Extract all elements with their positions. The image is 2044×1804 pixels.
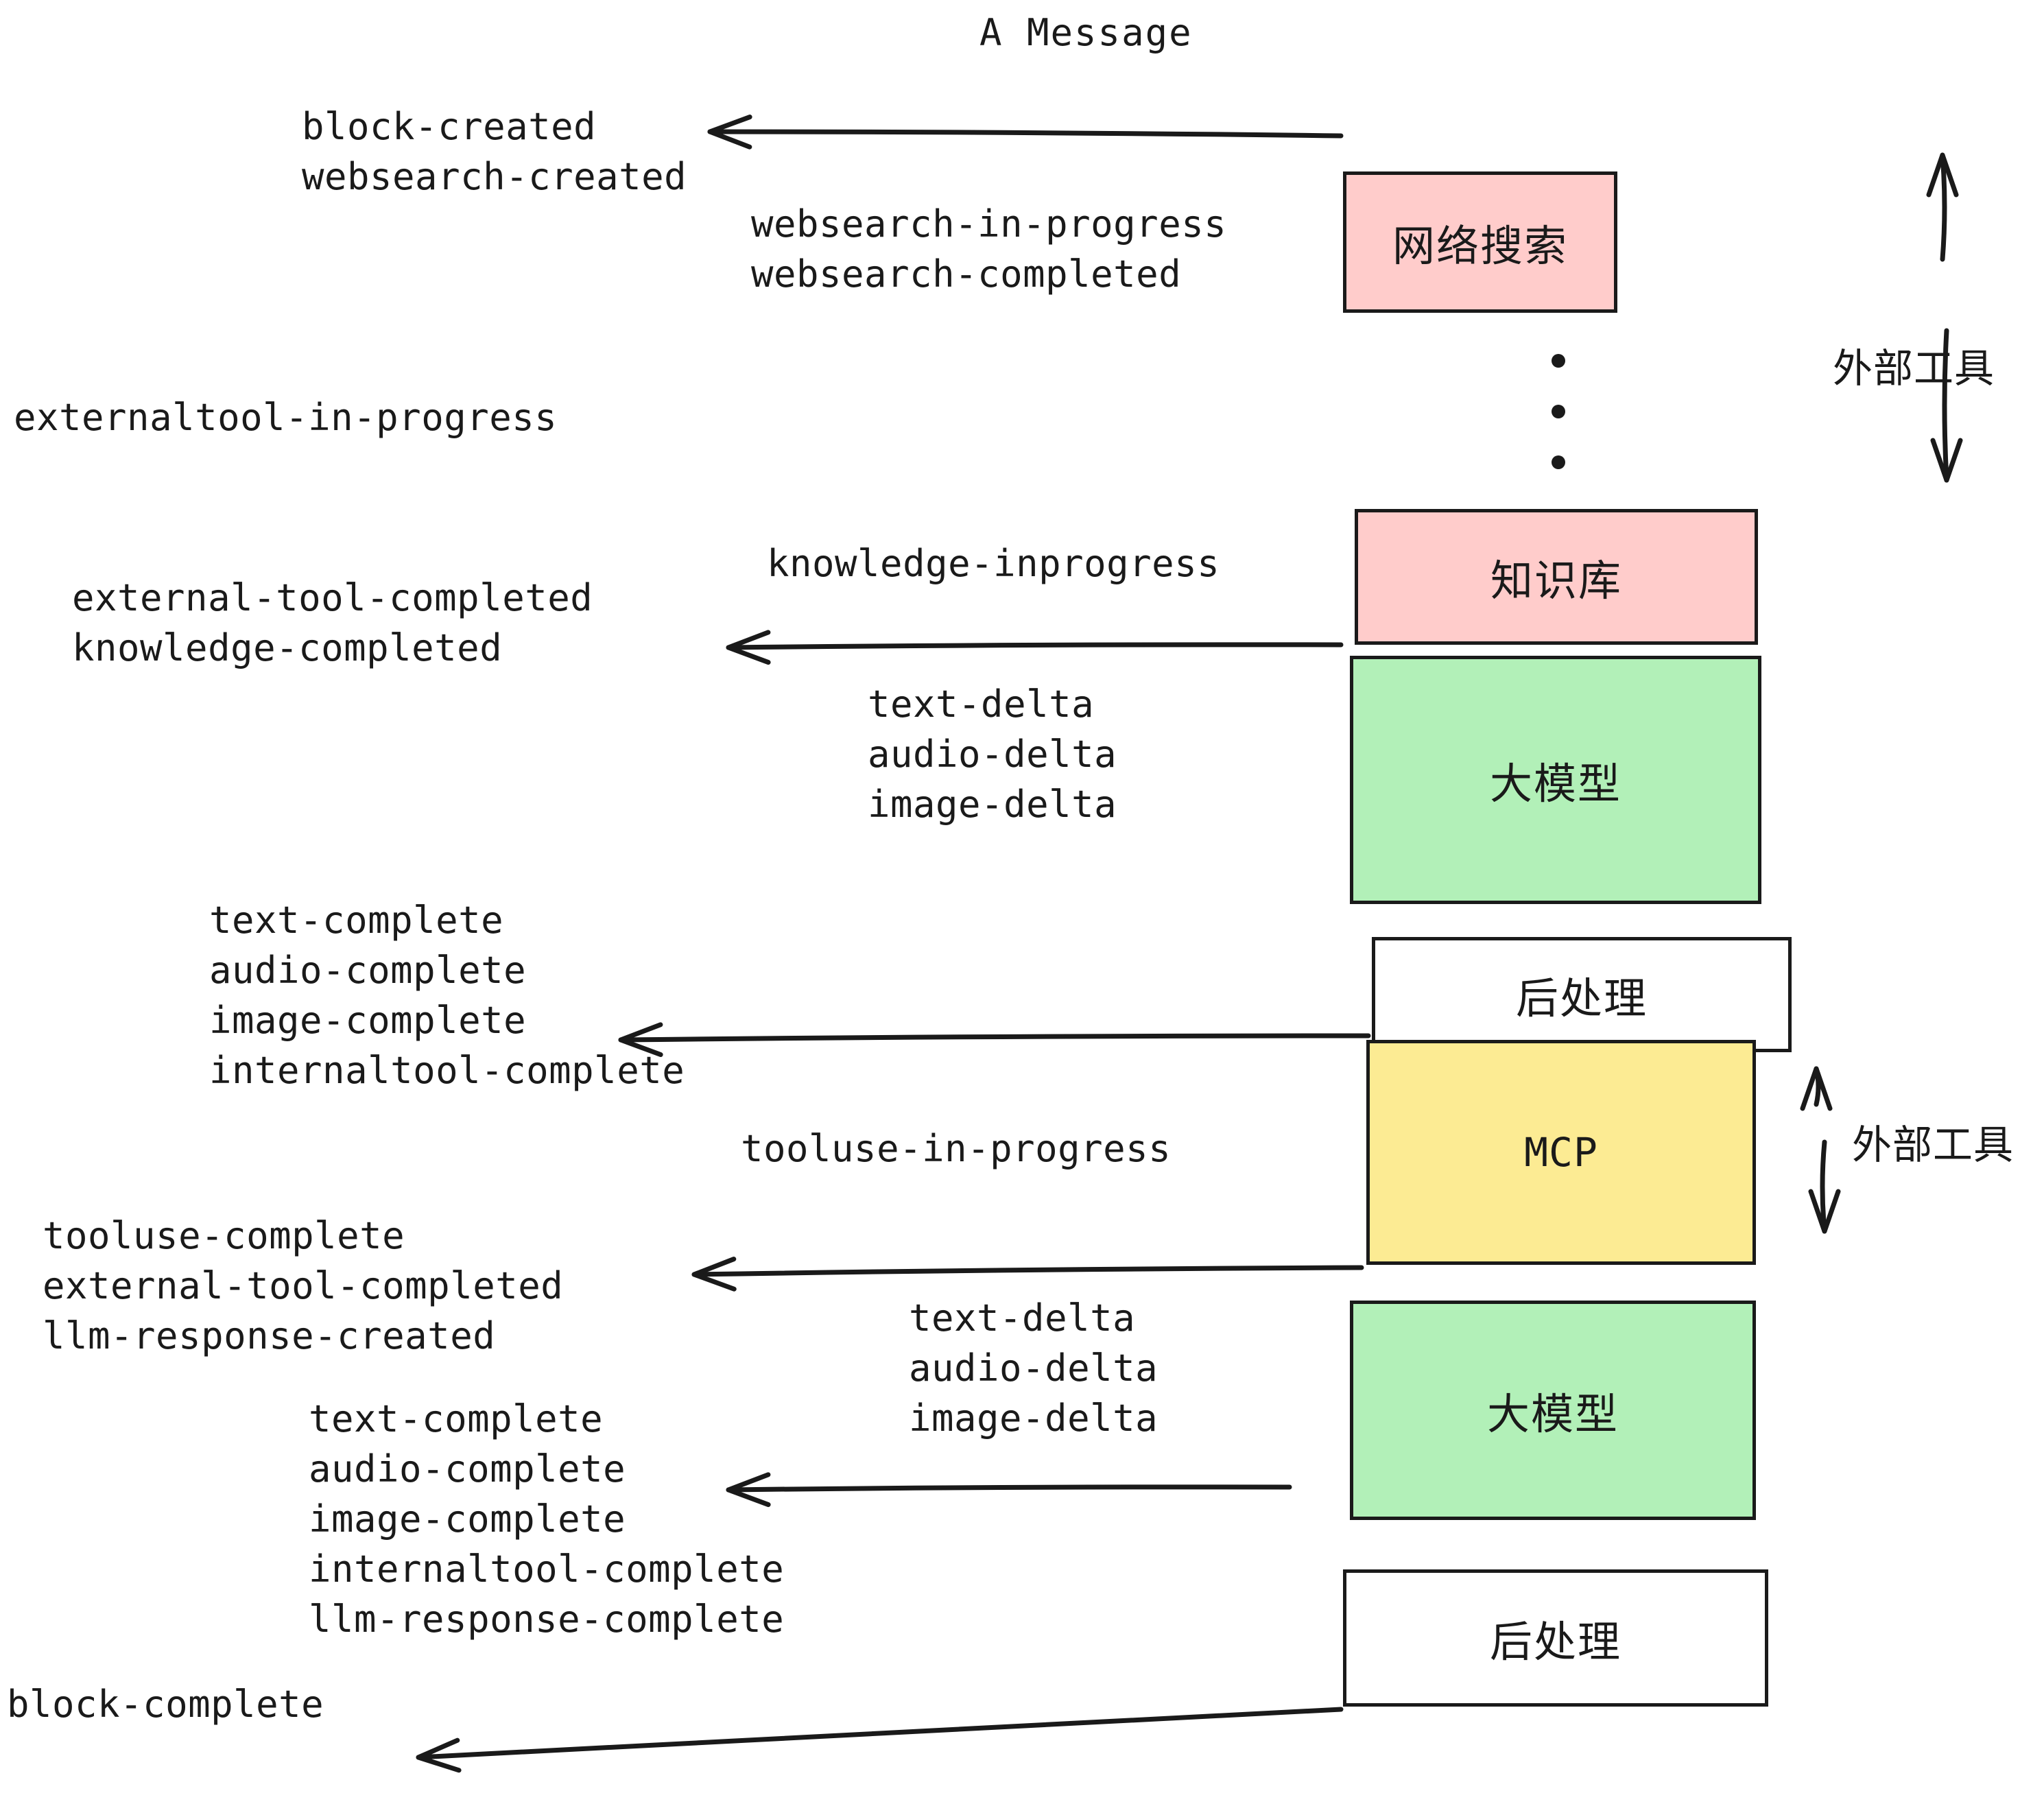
event-label: websearch-completed [751,252,1182,296]
event-label: block-created [302,105,597,148]
arrow-llm2-out [726,1484,1292,1493]
event-label: block-complete [7,1683,324,1726]
diagram-title: A Message [979,11,1193,54]
event-label: text-complete [209,899,504,942]
event-label: audio-delta [909,1346,1158,1390]
event-label: knowledge-completed [72,626,503,669]
event-label: tooluse-complete [43,1214,405,1257]
bracket-up-bottom [1814,1066,1821,1107]
event-label: llm-response-complete [309,1598,785,1641]
event-label: audio-complete [309,1447,626,1491]
side-label-external-tool-bottom: 外部工具 [1852,1121,2015,1168]
event-label: text-delta [868,683,1095,726]
node-postproc-2[interactable]: 后处理 [1343,1569,1768,1707]
event-label: internaltool-complete [309,1547,785,1591]
event-label: external-tool-completed [72,576,593,619]
node-websearch[interactable]: 网络搜索 [1343,171,1617,313]
event-label: llm-response-created [43,1314,496,1357]
ellipsis-dot-1 [1552,354,1565,368]
event-label: image-delta [909,1397,1158,1440]
node-label-llm-1: 大模型 [1489,759,1621,809]
bracket-down-top-head [1930,438,1963,483]
bracket-up-top [1940,152,1947,262]
event-label: tooluse-in-progress [741,1127,1172,1170]
ellipsis-dot-2 [1552,405,1565,418]
node-llm-2[interactable]: 大模型 [1350,1301,1756,1520]
event-label: image-complete [209,999,527,1042]
arrow-postproc2-out [416,1707,1344,1760]
bracket-up-bottom-head [1800,1066,1833,1111]
ellipsis-dot-3 [1552,455,1565,469]
event-label: websearch-in-progress [751,202,1227,246]
arrow-llm2-out-head [726,1472,771,1508]
node-label-knowledge: 知识库 [1490,556,1622,606]
bracket-up-top-head [1926,152,1959,198]
node-label-llm-2: 大模型 [1486,1389,1619,1439]
event-label: text-delta [909,1296,1136,1340]
event-label: audio-complete [209,949,527,992]
event-label: image-complete [309,1497,626,1541]
arrow-knowledge-out-head [726,630,771,665]
node-knowledge[interactable]: 知识库 [1355,509,1758,645]
side-label-external-tool-top: 外部工具 [1833,345,1995,392]
node-mcp[interactable]: MCP [1366,1040,1756,1265]
node-label-websearch: 网络搜索 [1392,221,1568,271]
node-label-mcp: MCP [1524,1129,1598,1176]
bracket-down-bottom [1820,1139,1827,1234]
arrow-mcp-out [691,1265,1364,1277]
bracket-down-bottom-head [1808,1189,1841,1234]
node-label-postproc-1: 后处理 [1515,973,1648,1023]
arrow-knowledge-out [726,642,1344,650]
node-postproc-1[interactable]: 后处理 [1372,937,1792,1052]
event-label: websearch-created [302,155,687,198]
event-label: externaltool-in-progress [14,396,558,439]
event-label: text-complete [309,1397,604,1440]
event-label: external-tool-completed [43,1264,564,1307]
event-label: audio-delta [868,733,1117,776]
arrow-postproc1-out [618,1033,1371,1043]
event-label: internaltool-complete [209,1049,685,1092]
event-label: knowledge-inprogress [767,542,1220,585]
arrow-mcp-out-head [691,1257,737,1292]
node-label-postproc-2: 后处理 [1489,1617,1621,1667]
node-llm-1[interactable]: 大模型 [1350,656,1761,904]
arrow-websearch-out-head [707,115,752,150]
arrow-postproc2-out-head [416,1737,462,1773]
arrow-websearch-out [707,129,1344,139]
event-label: image-delta [868,783,1117,826]
